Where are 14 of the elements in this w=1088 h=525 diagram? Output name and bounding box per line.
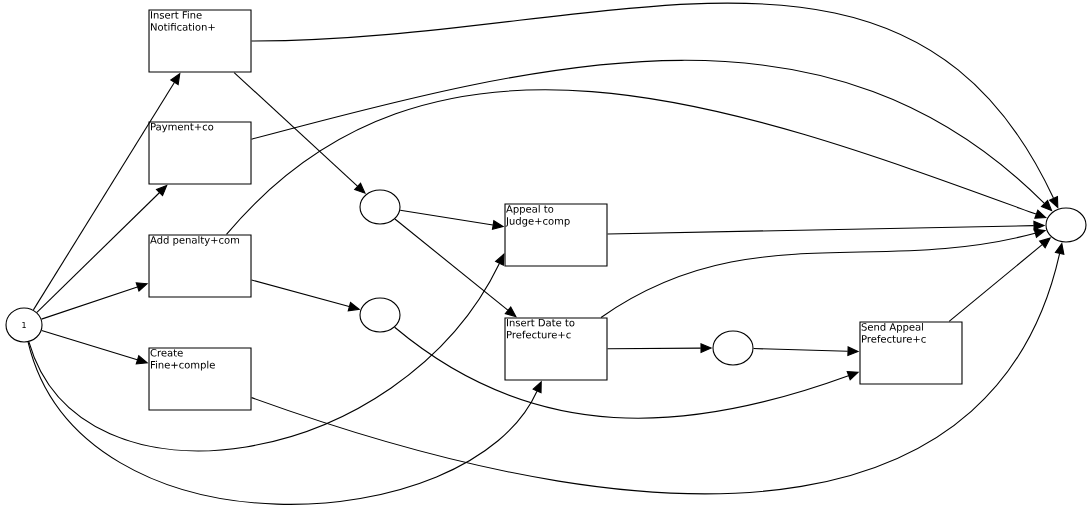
place-circle bbox=[712, 330, 754, 366]
arrow bbox=[27, 341, 542, 505]
transition-box: Create Fine+comple bbox=[148, 347, 252, 411]
transition-box: Insert Fine Notification+ bbox=[148, 9, 252, 73]
arrow bbox=[28, 253, 505, 452]
place-circle bbox=[1045, 207, 1087, 243]
transition-box: Add penalty+com bbox=[148, 234, 252, 298]
transition-box: Insert Date to Prefecture+c bbox=[504, 317, 608, 381]
place-circle bbox=[359, 297, 401, 333]
place-circle bbox=[359, 189, 401, 225]
arrow bbox=[251, 59, 1053, 212]
transition-box: Send Appeal Prefecture+c bbox=[859, 321, 963, 385]
transition-box: Payment+co bbox=[148, 121, 252, 185]
arrow bbox=[394, 218, 517, 318]
